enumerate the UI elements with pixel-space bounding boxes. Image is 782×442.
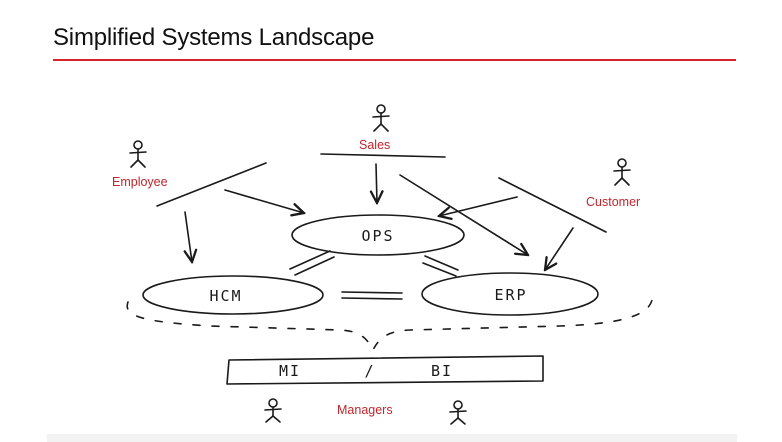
hcm-erp-link [341,291,403,300]
customer-person-icon [613,158,631,186]
mi-label: MI [279,362,301,380]
arrow-sales-to-erp [399,174,528,255]
arrow-customer-to-erp [545,227,574,270]
title-underline [53,59,736,61]
ops-hcm-link [289,250,335,276]
customer-label: Customer [586,195,641,209]
arrow-employee-to-ops [224,189,304,213]
employee-label: Employee [112,175,168,189]
ops-label: OPS [361,227,394,245]
bottom-strip [47,434,737,442]
sales-person-icon [372,104,390,132]
erp-label: ERP [494,286,527,304]
managers-label: Managers [337,403,393,417]
hcm-system [142,275,324,315]
manager-person-icon [449,400,467,425]
slide-title: Simplified Systems Landscape [53,24,375,51]
employee-bar [156,162,267,207]
arrow-sales-to-ops [376,163,377,203]
arrow-customer-to-ops [439,196,518,216]
sales-bar [320,153,446,158]
ops-system [291,214,465,256]
mi-bi-box [226,355,544,385]
bi-label: BI [431,362,453,380]
ops-erp-link [422,255,459,277]
employee-person-icon [129,140,147,168]
customer-bar [498,177,607,233]
sales-label: Sales [359,138,391,152]
manager-person-icon [264,398,282,423]
managers-brace [126,299,653,351]
hcm-label: HCM [209,287,242,305]
mi-bi-separator: / [364,362,375,380]
arrow-employee-to-hcm [185,211,192,262]
erp-system [421,272,599,316]
